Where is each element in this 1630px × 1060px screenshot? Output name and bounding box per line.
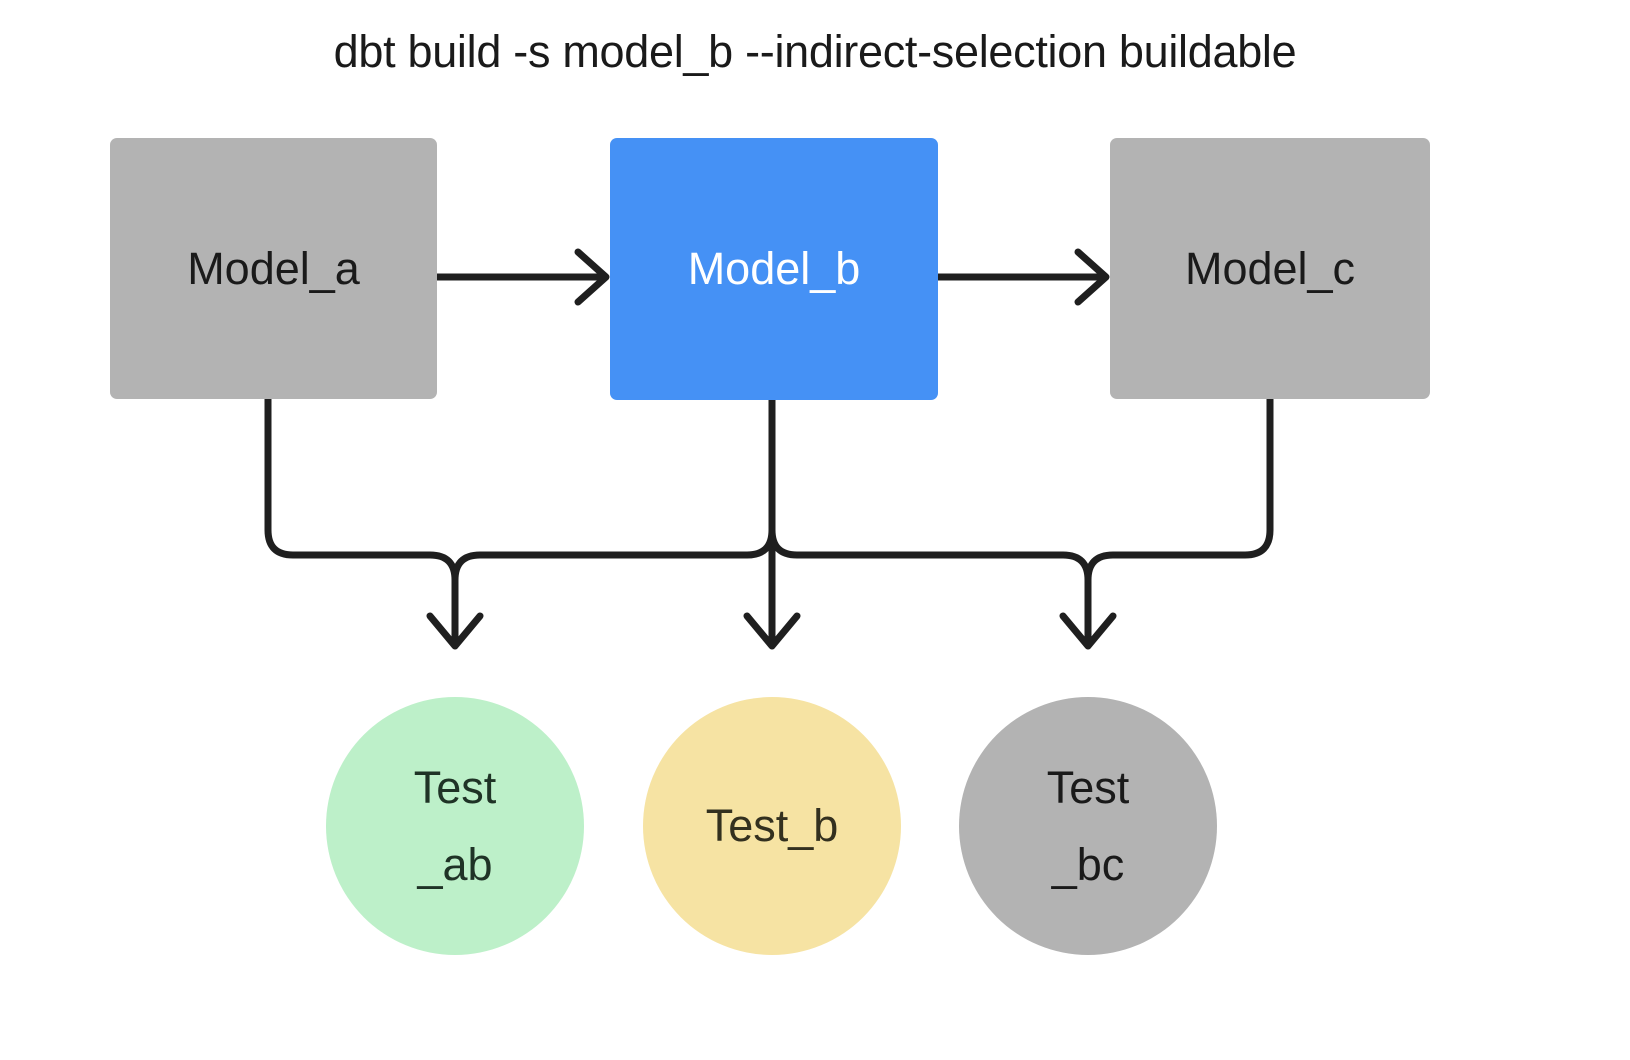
arrowhead-test-ab: [426, 612, 484, 650]
edge-model-b-to-model-c: [934, 248, 1110, 306]
diagram-title: dbt build -s model_b --indirect-selectio…: [333, 26, 1297, 77]
node-test-b[interactable]: Test_b: [643, 697, 901, 955]
node-test-bc[interactable]: Test _bc: [959, 697, 1217, 955]
node-model-b[interactable]: Model_b: [610, 138, 938, 400]
node-test-bc-label-line2: _bc: [1051, 839, 1125, 890]
node-model-a[interactable]: Model_a: [110, 138, 437, 399]
node-test-b-label-line1: Test_b: [705, 800, 839, 852]
edge-model-c-to-test-bc: [1084, 395, 1274, 584]
node-model-b-label: Model_b: [687, 243, 861, 295]
edge-model-a-to-model-b: [433, 248, 610, 306]
edge-model-a-to-test-ab: [264, 395, 459, 648]
node-model-a-label: Model_a: [187, 242, 360, 294]
node-test-bc-label-line1: Test: [1046, 761, 1130, 813]
edge-model-b-to-test-ab: [451, 396, 776, 584]
node-test-ab[interactable]: Test _ab: [326, 697, 584, 955]
edge-model-b-to-test-bc: [768, 396, 1092, 648]
arrowhead-test-bc: [1059, 612, 1117, 650]
node-test-ab-label-line2: _ab: [417, 839, 493, 890]
node-model-c-label: Model_c: [1184, 242, 1356, 294]
node-model-c[interactable]: Model_c: [1110, 138, 1430, 399]
node-test-ab-label-line1: Test: [413, 761, 497, 813]
